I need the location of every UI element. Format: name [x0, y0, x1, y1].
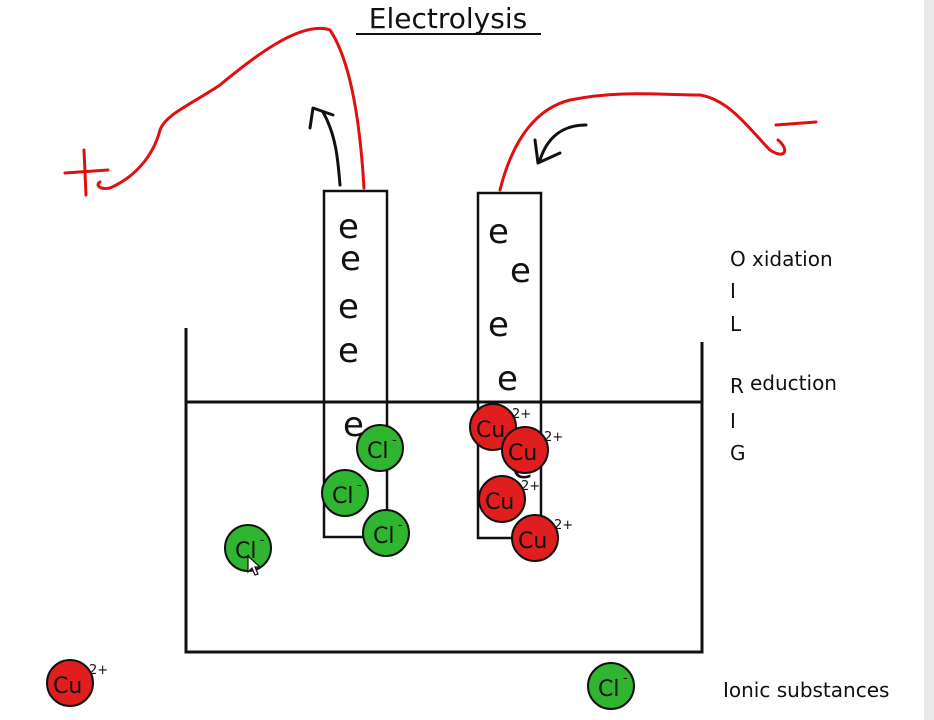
chloride-ion: Cl - [362, 509, 410, 557]
svg-text:-: - [398, 518, 403, 533]
copper-ion: Cu 2+ [469, 403, 531, 451]
mnemonic-letter: G [730, 441, 746, 465]
svg-text:Cu: Cu [53, 674, 82, 699]
svg-text:Cu: Cu [485, 490, 514, 515]
electron-flow-arrow-out [308, 106, 342, 187]
cathode-electrode [476, 191, 543, 540]
svg-text:Cl: Cl [235, 539, 256, 564]
mnemonic-word: xidation [752, 247, 833, 271]
copper-ion: Cu 2+ [511, 514, 573, 562]
chloride-ion: Cl - [321, 469, 369, 517]
diagram-title: Electrolysis [369, 2, 527, 35]
cathode-electrons: e e e e e [488, 212, 533, 487]
legend-chloride-ion: Cl - [587, 662, 635, 710]
electron: e [497, 359, 518, 399]
electron: e [338, 331, 359, 371]
electron: e [338, 287, 359, 327]
svg-text:Cu: Cu [518, 529, 547, 554]
mnemonic-letter: O [730, 247, 746, 271]
svg-text:Cl: Cl [373, 524, 394, 549]
mnemonic-letter: I [730, 279, 736, 303]
electron: e [338, 207, 359, 247]
oil-rig-mnemonic: O xidation I L R eduction I G [730, 247, 837, 465]
svg-text:2+: 2+ [89, 663, 108, 678]
electron-flow-arrow-in [533, 123, 588, 165]
svg-text:-: - [392, 433, 397, 448]
mouse-cursor-icon [247, 554, 262, 576]
copper-ion: Cu 2+ [501, 426, 563, 474]
svg-text:Cl: Cl [367, 439, 388, 464]
mnemonic-letter: L [730, 312, 742, 336]
positive-terminal-sign [63, 148, 110, 197]
anode-electrode [322, 189, 389, 539]
legend-copper-ion: Cu 2+ [46, 659, 108, 707]
svg-text:Cl: Cl [332, 484, 353, 509]
positive-wire [96, 27, 366, 190]
negative-terminal-sign [774, 120, 818, 127]
beaker [184, 328, 704, 654]
electron: e [488, 212, 509, 252]
chloride-ion: Cl - [224, 524, 272, 572]
svg-text:Cu: Cu [508, 441, 537, 466]
electron: e [343, 405, 364, 445]
svg-text:2+: 2+ [554, 518, 573, 533]
electron: e [488, 305, 509, 345]
svg-text:2+: 2+ [512, 407, 531, 422]
negative-wire [498, 92, 787, 192]
svg-text:-: - [357, 478, 362, 493]
svg-text:Cu: Cu [476, 418, 505, 443]
copper-ion: Cu 2+ [478, 475, 540, 523]
svg-text:2+: 2+ [544, 430, 563, 445]
electron: e [340, 239, 361, 279]
legend-label: Ionic substances [723, 678, 889, 702]
mnemonic-word: eduction [750, 371, 837, 395]
svg-text:2+: 2+ [521, 479, 540, 494]
svg-text:-: - [623, 671, 628, 686]
svg-text:-: - [260, 533, 265, 548]
mnemonic-letter: I [730, 409, 736, 433]
chloride-ion: Cl - [356, 424, 404, 472]
electron: e [510, 251, 531, 291]
window-edge [924, 0, 934, 720]
mnemonic-letter: R [730, 374, 744, 398]
svg-text:Cl: Cl [598, 677, 619, 702]
